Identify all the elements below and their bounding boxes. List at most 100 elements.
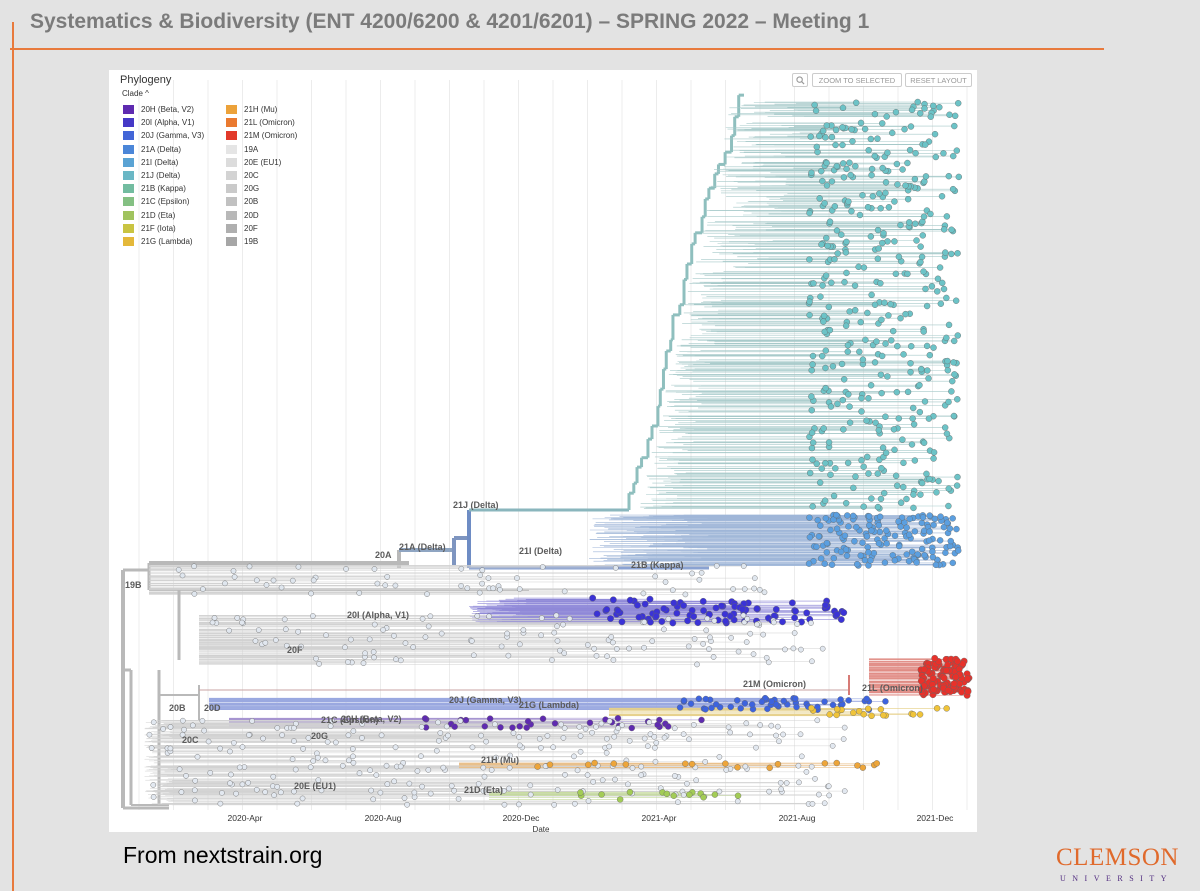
legend-item[interactable]: 20B	[226, 195, 297, 208]
tip-node	[424, 591, 430, 597]
tip-node	[949, 559, 956, 567]
tip-node	[917, 491, 924, 498]
tip-node	[741, 700, 749, 707]
phylogeny-tree-chart[interactable]: 19B 20A 21A (Delta) 21J (Delta)21I (Delta) 2…	[109, 70, 977, 832]
tip-node	[359, 735, 365, 741]
tip-node	[951, 112, 959, 120]
axis-tick-label: 2020-Dec	[503, 813, 541, 823]
tip-node	[661, 626, 667, 633]
tip-node	[607, 615, 614, 622]
legend-item[interactable]: 20H (Beta, V2)	[123, 103, 204, 116]
zoom-to-selected-button[interactable]: ZOOM TO SELECTED	[812, 73, 902, 87]
tip-node	[809, 361, 816, 368]
left-accent-rule	[12, 22, 14, 891]
clade-legend-toggle[interactable]: Clade ^	[122, 89, 149, 98]
tip-node	[906, 515, 913, 523]
tip-node	[848, 126, 855, 133]
reset-layout-button[interactable]: RESET LAYOUT	[905, 73, 972, 87]
tip-node	[794, 621, 800, 627]
tip-node	[848, 208, 855, 215]
legend-label: 20G	[244, 184, 260, 194]
tip-node	[822, 515, 830, 522]
legend-item[interactable]: 20C	[226, 169, 297, 182]
legend-item[interactable]: 21L (Omicron)	[226, 116, 297, 129]
tip-node	[684, 780, 690, 787]
tip-node	[739, 605, 746, 613]
legend-item[interactable]: 20D	[226, 209, 297, 222]
tip-node	[813, 543, 820, 551]
legend-item[interactable]: 20F	[226, 222, 297, 235]
legend-item[interactable]: 19A	[226, 143, 297, 156]
tip-node	[626, 788, 634, 796]
tip-node	[882, 179, 890, 186]
legend-label: 20F	[244, 223, 258, 233]
search-button[interactable]	[792, 73, 808, 87]
legend-item[interactable]: 20J (Gamma, V3)	[123, 129, 204, 142]
tip-node	[853, 523, 860, 531]
tip-node	[922, 285, 929, 293]
tip-node	[891, 198, 898, 205]
tip-node	[940, 226, 948, 233]
tip-node	[850, 484, 857, 492]
tip-node	[350, 746, 356, 752]
tip-node	[687, 700, 695, 707]
tip-node	[392, 744, 399, 751]
legend-label: 19B	[244, 236, 259, 246]
tip-node	[950, 152, 957, 160]
tip-node	[830, 516, 837, 523]
tip-node	[942, 249, 949, 256]
tip-node	[283, 626, 289, 633]
tip-node	[814, 717, 821, 724]
tip-node	[544, 732, 551, 739]
legend-item[interactable]: 21B (Kappa)	[123, 182, 204, 195]
tip-node	[761, 589, 768, 596]
legend-item[interactable]: 21H (Mu)	[226, 103, 297, 116]
clade-label: 20H (Beta, V2)	[341, 714, 402, 724]
clade-label: 20A	[375, 550, 392, 560]
tip-node	[752, 575, 758, 581]
tip-node	[813, 143, 821, 151]
legend-swatch	[123, 184, 134, 194]
tip-node	[593, 724, 599, 730]
legend-item[interactable]: 20I (Alpha, V1)	[123, 116, 204, 129]
tip-node	[551, 629, 558, 636]
legend-item[interactable]: 21F (Iota)	[123, 222, 204, 235]
tip-node	[577, 733, 584, 739]
legend-item[interactable]: 21C (Epsilon)	[123, 195, 204, 208]
tip-node	[316, 661, 322, 667]
tip-node	[894, 342, 901, 350]
tip-node	[843, 499, 850, 507]
tip-node	[814, 516, 821, 524]
tip-node	[560, 621, 566, 628]
legend-item[interactable]: 21I (Delta)	[123, 156, 204, 169]
tip-node	[833, 759, 840, 767]
legend-item[interactable]: 20E (EU1)	[226, 156, 297, 169]
tip-node	[905, 557, 913, 565]
title-underline	[10, 48, 1104, 50]
tip-node	[694, 619, 702, 627]
tip-node	[669, 619, 677, 627]
tip-node	[843, 165, 850, 173]
legend-item[interactable]: 21J (Delta)	[123, 169, 204, 182]
tip-node	[832, 126, 840, 134]
legend-swatch	[226, 223, 237, 233]
tip-node	[685, 643, 692, 650]
tip-node	[948, 388, 955, 395]
legend-item[interactable]: 19B	[226, 235, 297, 248]
tip-node	[882, 340, 889, 347]
legend-item[interactable]: 21M (Omicron)	[226, 129, 297, 142]
tip-node	[923, 470, 930, 478]
legend-label: 20E (EU1)	[244, 157, 282, 167]
tip-node	[841, 278, 848, 286]
tip-node	[501, 788, 507, 794]
legend-item[interactable]: 21D (Eta)	[123, 209, 204, 222]
tip-node	[689, 570, 695, 577]
tip-node	[930, 102, 937, 110]
phylogeny-panel: 19B 20A 21A (Delta) 21J (Delta)21I (Delta) 2…	[109, 70, 977, 832]
legend-item[interactable]: 20G	[226, 182, 297, 195]
tip-node	[864, 453, 871, 461]
legend-item[interactable]: 21A (Delta)	[123, 143, 204, 156]
tip-node	[706, 646, 712, 652]
tip-node	[634, 601, 641, 609]
legend-item[interactable]: 21G (Lambda)	[123, 235, 204, 248]
